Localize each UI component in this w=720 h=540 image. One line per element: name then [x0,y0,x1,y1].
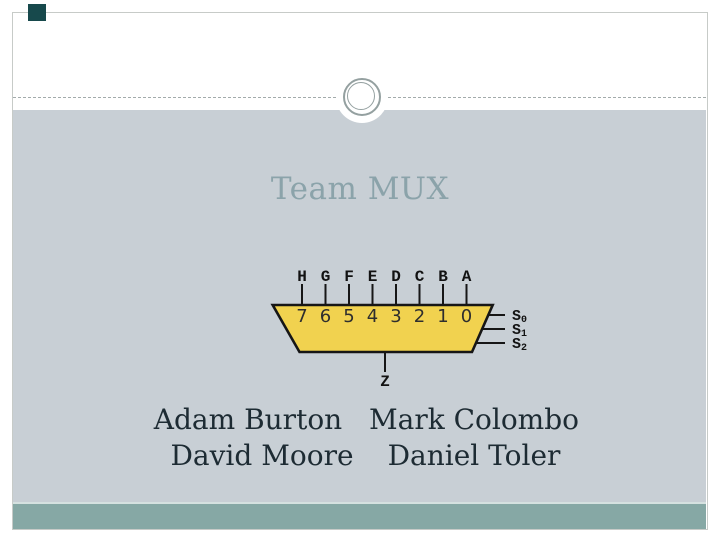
mux-channel-number: 7 [296,306,307,327]
mux-input-label: D [391,268,401,286]
select-subscript: 0 [521,315,527,326]
mux-select-label-s2: S2 [512,336,527,354]
mux-input-label: E [368,268,378,286]
circle-ornament-outer-ring [343,78,381,116]
mux-channel-number: 0 [461,306,472,327]
mux-channel-number: 3 [390,306,401,327]
accent-square-icon [28,4,46,21]
mux-input-label: A [462,268,472,286]
mux-input-label: C [415,268,425,286]
mux-channel-number: 6 [320,306,331,327]
team-member-name: Daniel Toler [387,439,561,472]
circle-ornament [336,71,388,123]
mux-input-label: G [321,268,331,286]
select-base: S [512,322,521,339]
circle-ornament-inner-ring [347,82,375,110]
select-base: S [512,308,521,325]
mux-channel-number: 1 [437,306,448,327]
mux-channel-number: 2 [414,306,425,327]
team-member-name: Adam Burton [153,403,343,436]
footer-band [13,502,706,530]
mux-output-label: Z [380,373,390,391]
mux-body-shape [270,303,495,354]
mux-select-label-s1: S1 [512,322,527,340]
mux-channel-number: 4 [367,306,378,327]
select-base: S [512,336,521,353]
select-subscript: 1 [521,329,527,340]
mux-input-label: F [344,268,354,286]
mux-input-label: H [297,268,307,286]
team-member-name: David Moore [170,439,354,472]
mux-channel-number: 5 [343,306,354,327]
mux-diagram: H G F E D C B A 7 6 5 4 3 2 1 0 S0 S1 S2… [270,268,527,391]
page-title: Team MUX [270,171,450,207]
mux-select-label-s0: S0 [512,308,527,326]
select-subscript: 2 [521,343,527,354]
team-member-name: Mark Colombo [368,403,580,436]
mux-input-label: B [438,268,448,286]
